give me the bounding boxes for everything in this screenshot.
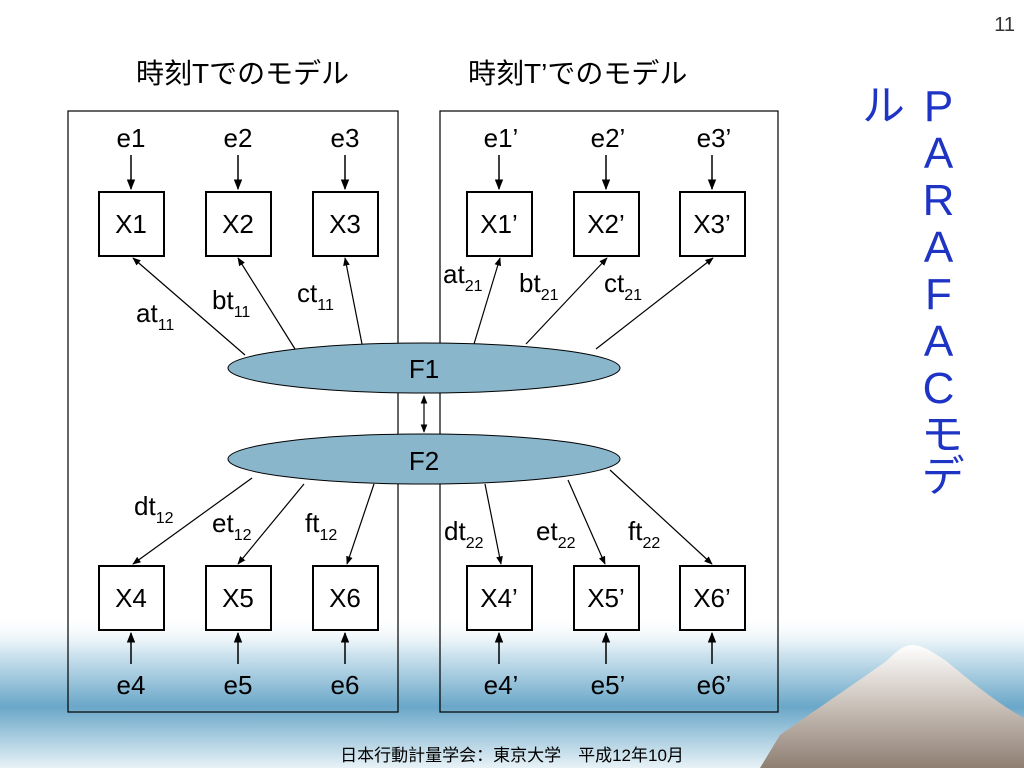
left-bottom-variables: X4 X5 X6 — [98, 565, 379, 631]
loading-label: at11 — [136, 298, 174, 334]
factor-f1-ellipse — [227, 342, 621, 394]
error-label: e6’ — [697, 670, 732, 700]
factor-f2-ellipse — [227, 433, 621, 485]
error-label: e1’ — [484, 123, 519, 153]
left-model-frame — [67, 110, 399, 713]
variable-box — [679, 191, 746, 257]
error-label: e2 — [224, 123, 253, 153]
mountain-shape — [760, 645, 1024, 768]
loading-label: ct11 — [297, 278, 334, 314]
footer-text: 日本行動計量学会：東京大学 平成12年10月 — [340, 746, 684, 765]
loading-label: et22 — [536, 516, 576, 552]
right-model-frame — [439, 110, 779, 713]
variable-box — [98, 191, 165, 257]
error-label: e4’ — [484, 670, 519, 700]
loading-arrow — [346, 483, 375, 565]
error-label: e3 — [331, 123, 360, 153]
right-top-variables: X1’ X2’ X3’ — [466, 191, 746, 257]
variable-label: X5’ — [587, 583, 625, 613]
vertical-slide-title: PARAFACモデル — [854, 82, 963, 495]
variable-box — [573, 191, 640, 257]
loading-arrow — [473, 257, 502, 345]
variable-box — [98, 565, 165, 631]
loading-arrow — [237, 483, 305, 565]
variable-label: X4 — [115, 583, 147, 613]
loading-label: at21 — [443, 259, 483, 295]
right-bottom-variables: X4’ X5’ X6’ — [466, 565, 746, 631]
variable-label: X3’ — [693, 209, 731, 239]
loading-label: dt22 — [444, 516, 484, 552]
variable-label: X2 — [222, 209, 254, 239]
left-model-title: 時刻Tでのモデル — [136, 58, 350, 89]
variable-label: X6 — [329, 583, 361, 613]
error-label: e5 — [224, 670, 253, 700]
f2-loading-arrows — [132, 469, 713, 565]
loading-arrow — [609, 469, 713, 565]
error-label: e5’ — [591, 670, 626, 700]
variable-box — [466, 565, 533, 631]
right-model-title: 時刻T’でのモデル — [468, 58, 688, 89]
top-error-terms: e1 e2 e3 e1’ e2’ e3’ — [117, 123, 732, 191]
f1-loading-arrows — [132, 257, 714, 356]
loading-arrow — [343, 257, 363, 345]
variable-box — [573, 565, 640, 631]
left-top-variables: X1 X2 X3 — [98, 191, 379, 257]
loading-arrow — [567, 479, 606, 565]
error-label: e6 — [331, 670, 360, 700]
loading-arrow — [525, 257, 608, 345]
loading-label: bt21 — [519, 268, 559, 304]
error-label: e2’ — [591, 123, 626, 153]
variable-label: X2’ — [587, 209, 625, 239]
error-label: e3’ — [697, 123, 732, 153]
loading-label: ft22 — [628, 516, 660, 552]
variable-box — [205, 565, 272, 631]
variable-box — [466, 191, 533, 257]
loading-label: dt12 — [134, 491, 174, 527]
variable-box — [205, 191, 272, 257]
variable-box — [312, 565, 379, 631]
loading-labels: at11 bt11 ct11 at21 bt21 ct21 dt12 et12 … — [134, 259, 660, 552]
bottom-error-terms: e4 e5 e6 e4’ e5’ e6’ — [117, 631, 732, 700]
loading-label: ft12 — [305, 508, 337, 544]
variable-label: X6’ — [693, 583, 731, 613]
loading-arrow — [484, 483, 503, 565]
page-number: 11 — [994, 14, 1015, 36]
variable-box — [679, 565, 746, 631]
factor-f1-label: F1 — [409, 354, 439, 384]
loading-arrow — [595, 257, 714, 350]
loading-arrow — [132, 477, 253, 565]
variable-label: X5 — [222, 583, 254, 613]
variable-box — [312, 191, 379, 257]
loading-label: bt11 — [212, 285, 250, 321]
loading-label: ct21 — [604, 268, 642, 304]
variable-label: X1’ — [480, 209, 518, 239]
error-label: e1 — [117, 123, 146, 153]
factor-f2-label: F2 — [409, 446, 439, 476]
error-label: e4 — [117, 670, 146, 700]
variable-label: X1 — [115, 209, 147, 239]
loading-arrow — [237, 257, 296, 350]
variable-label: X4’ — [480, 583, 518, 613]
variable-label: X3 — [329, 209, 361, 239]
loading-label: et12 — [212, 508, 252, 544]
loading-arrow — [132, 257, 246, 356]
